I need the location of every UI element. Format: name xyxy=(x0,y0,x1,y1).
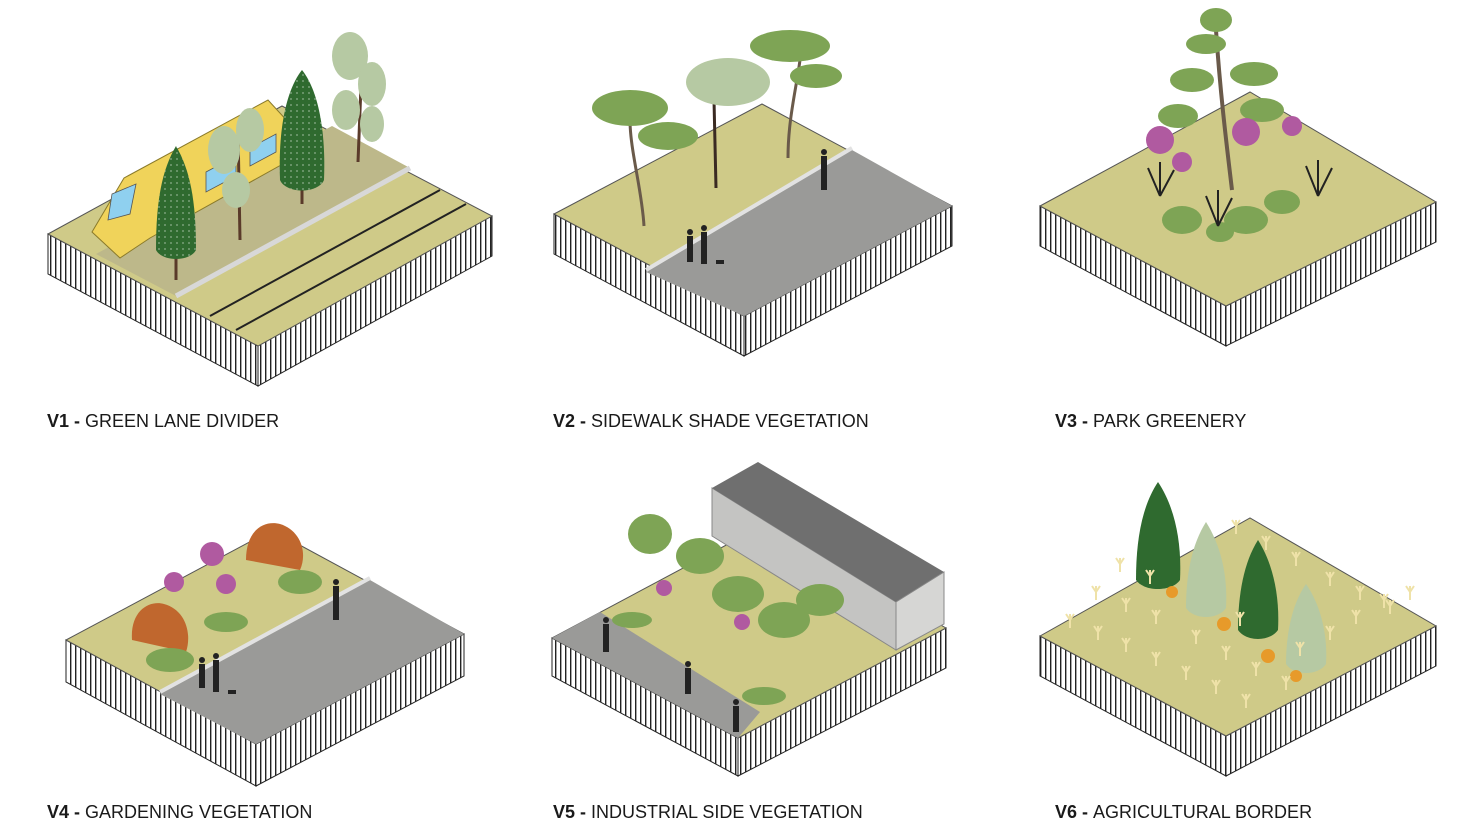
shrub xyxy=(278,570,322,594)
caption-v1: V1 - GREEN LANE DIVIDER xyxy=(47,411,279,431)
dog-icon xyxy=(228,690,236,694)
shrub xyxy=(146,648,194,672)
person-icon xyxy=(687,229,693,262)
flower-icon xyxy=(1282,116,1302,136)
flower-icon xyxy=(1290,670,1302,682)
tree-icon xyxy=(1136,482,1180,589)
shrub xyxy=(1264,190,1300,214)
tree-icon xyxy=(712,576,764,612)
shrub xyxy=(612,612,652,628)
tree-icon xyxy=(628,514,672,554)
flower-icon xyxy=(1166,586,1178,598)
flower-icon xyxy=(216,574,236,594)
flower-icon xyxy=(1172,152,1192,172)
caption-v2: V2 - SIDEWALK SHADE VEGETATION xyxy=(553,411,869,431)
shrub xyxy=(1162,206,1202,234)
tree-icon xyxy=(796,584,844,616)
flower-icon xyxy=(1217,617,1231,631)
block-v5 xyxy=(552,462,946,776)
shrub xyxy=(204,612,248,632)
person-icon xyxy=(685,661,691,694)
flower-icon xyxy=(656,580,672,596)
block-v4 xyxy=(66,523,464,786)
flower-icon xyxy=(164,572,184,592)
dog-icon xyxy=(716,260,724,264)
flower-icon xyxy=(1261,649,1275,663)
wheat-icon xyxy=(1092,586,1100,600)
wheat-icon xyxy=(1406,586,1414,600)
person-icon xyxy=(199,657,205,688)
caption-v4: V4 - GARDENING VEGETATION xyxy=(47,802,312,822)
shrub xyxy=(1206,222,1234,242)
tree-icon xyxy=(676,538,724,574)
flower-icon xyxy=(1146,126,1174,154)
flower-icon xyxy=(734,614,750,630)
shrub xyxy=(742,687,786,705)
person-icon xyxy=(733,699,739,732)
block-v3 xyxy=(1040,8,1436,346)
block-v2 xyxy=(554,30,952,356)
caption-v6: V6 - AGRICULTURAL BORDER xyxy=(1055,802,1312,822)
flower-icon xyxy=(200,542,224,566)
block-v6 xyxy=(1040,482,1436,776)
caption-v3: V3 - PARK GREENERY xyxy=(1055,411,1246,431)
wheat-icon xyxy=(1116,558,1124,572)
tree-icon xyxy=(280,70,325,204)
block-v1 xyxy=(48,32,492,386)
caption-v5: V5 - INDUSTRIAL SIDE VEGETATION xyxy=(553,802,863,822)
flower-icon xyxy=(1232,118,1260,146)
